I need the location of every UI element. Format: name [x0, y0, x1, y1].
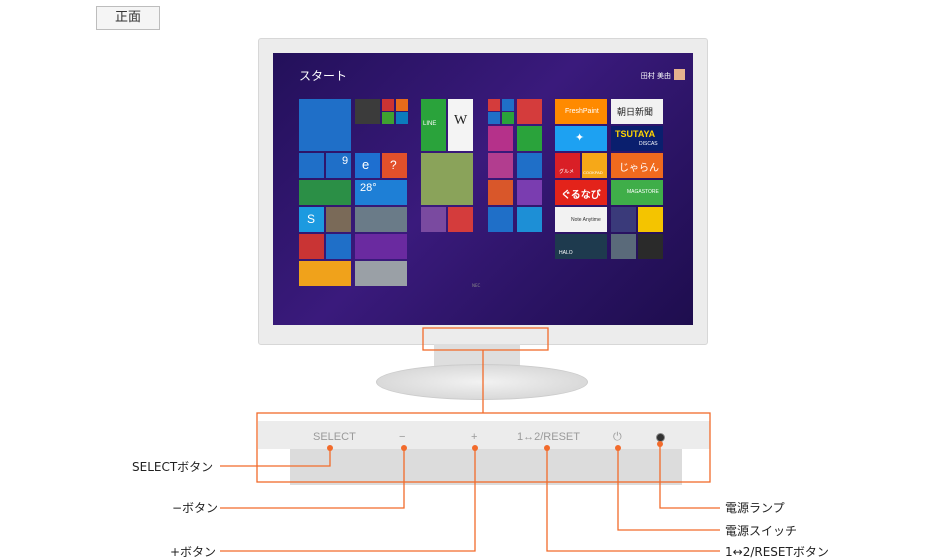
tile-finance[interactable] [299, 180, 351, 205]
callout-plus-button: +ボタン [170, 545, 217, 559]
select-button[interactable]: SELECT [313, 431, 356, 443]
tile-halo[interactable]: HALO [555, 234, 607, 259]
tile-shimajiro[interactable] [638, 207, 663, 232]
tile-small-2[interactable] [502, 99, 514, 111]
stand-base [376, 364, 588, 400]
date-number: 9 [342, 155, 349, 167]
power-icon[interactable]: ⏻ [613, 431, 622, 443]
tile-skydrive[interactable] [517, 207, 542, 232]
tile-photo[interactable] [355, 99, 380, 124]
tile-calendar[interactable] [299, 153, 324, 178]
wikipedia-icon: W [454, 113, 468, 128]
tile-ie[interactable]: e [355, 153, 380, 178]
tile-date[interactable]: 9 [326, 153, 351, 178]
tile-reading[interactable] [299, 234, 324, 259]
magastore-label: MAGASTORE [627, 189, 659, 195]
tile-store[interactable] [299, 261, 351, 286]
tile-excel[interactable] [517, 126, 542, 151]
twitter-icon: ✦ [575, 132, 585, 144]
callout-reset-button: 1↔2/RESETボタン [725, 545, 829, 559]
tile-food[interactable] [421, 153, 473, 205]
tile-freshpaint[interactable]: FreshPaint [555, 99, 607, 124]
tile-help[interactable]: ? [382, 153, 407, 178]
tile-weather[interactable]: 28° [355, 180, 407, 205]
tile-jalan[interactable]: じゃらん [611, 153, 663, 178]
tile-onedrive[interactable] [326, 234, 351, 259]
monitor-front: スタート 田村 美由 9 e ? 28° S [258, 38, 708, 345]
tile-app-a[interactable] [421, 207, 446, 232]
tile-alarm[interactable] [517, 99, 542, 124]
skype-icon: S [307, 212, 316, 226]
gurume-label: グルメ [559, 169, 575, 175]
user-name: 田村 美由 [640, 72, 671, 80]
stand-foot-zoom [290, 449, 682, 485]
callout-power-switch: 電源スイッチ [725, 524, 798, 538]
tile-small-1[interactable] [488, 99, 500, 111]
tile-onenote-pink[interactable] [488, 126, 513, 151]
tile-office-a[interactable] [488, 153, 513, 178]
tile-skype[interactable]: S [299, 207, 324, 232]
callout-minus-button: −ボタン [172, 501, 219, 515]
tile-camera[interactable] [396, 112, 408, 124]
tile-tsutaya[interactable]: TSUTAYA DISCAS [611, 126, 663, 151]
tile-line[interactable]: LINE [421, 99, 446, 151]
line-label: LINE [423, 121, 437, 127]
avatar [674, 69, 685, 80]
help-icon: ? [390, 158, 397, 172]
tile-games[interactable] [382, 112, 394, 124]
tile-small-4[interactable] [502, 112, 514, 124]
tile-hotpepper[interactable]: グルメ [555, 153, 580, 178]
gurunavi-label: ぐるなび [561, 190, 601, 201]
tile-game-a[interactable] [611, 207, 636, 232]
callout-select-button: SELECTボタン [132, 460, 214, 474]
ie-icon: e [362, 157, 370, 172]
tile-twitter[interactable]: ✦ [555, 126, 607, 151]
brand-logo: NEC [472, 283, 481, 288]
tile-video[interactable] [382, 99, 394, 111]
halo-label: HALO [559, 250, 573, 256]
callout-power-lamp: 電源ランプ [725, 501, 785, 515]
freshpaint-label: FreshPaint [565, 108, 599, 115]
tile-asahi[interactable]: 朝日新聞 [611, 99, 663, 124]
plus-button[interactable]: + [471, 431, 478, 443]
discas-label: DISCAS [639, 141, 658, 147]
weather-temp: 28° [360, 182, 377, 194]
tile-news[interactable] [355, 207, 407, 232]
tile-powerpoint[interactable] [488, 180, 513, 205]
tile-people[interactable] [299, 99, 351, 151]
tile-note-anytime[interactable]: Note Anytime [555, 207, 607, 232]
jalan-label: じゃらん [619, 163, 659, 174]
tile-music[interactable] [396, 99, 408, 111]
tile-gurunavi[interactable]: ぐるなび [555, 180, 607, 205]
tile-cookpad[interactable]: COOKPAD [582, 153, 607, 178]
tile-game-c[interactable] [638, 234, 663, 259]
tile-person-photo[interactable] [326, 207, 351, 232]
note-label: Note Anytime [571, 217, 601, 223]
reset-button[interactable]: 1↔2/RESET [517, 431, 580, 443]
control-panel-zoom [258, 421, 710, 449]
tile-word[interactable] [517, 153, 542, 178]
view-label: 正面 [96, 6, 160, 30]
minus-button[interactable]: − [399, 431, 406, 443]
tile-travel[interactable] [355, 261, 407, 286]
tsutaya-label: TSUTAYA [615, 129, 656, 139]
tile-wikipedia[interactable]: W [448, 99, 473, 151]
start-title: スタート [299, 69, 348, 83]
tile-onenote[interactable] [517, 180, 542, 205]
tile-health[interactable] [448, 207, 473, 232]
tile-outlook[interactable] [488, 207, 513, 232]
tile-small-3[interactable] [488, 112, 500, 124]
start-screen: スタート 田村 美由 9 e ? 28° S [273, 53, 693, 325]
tile-magastore[interactable]: MAGASTORE [611, 180, 663, 205]
tile-game-b[interactable] [611, 234, 636, 259]
tile-sports[interactable] [355, 234, 407, 259]
cookpad-label: COOKPAD [583, 170, 603, 175]
asahi-label: 朝日新聞 [617, 107, 654, 117]
